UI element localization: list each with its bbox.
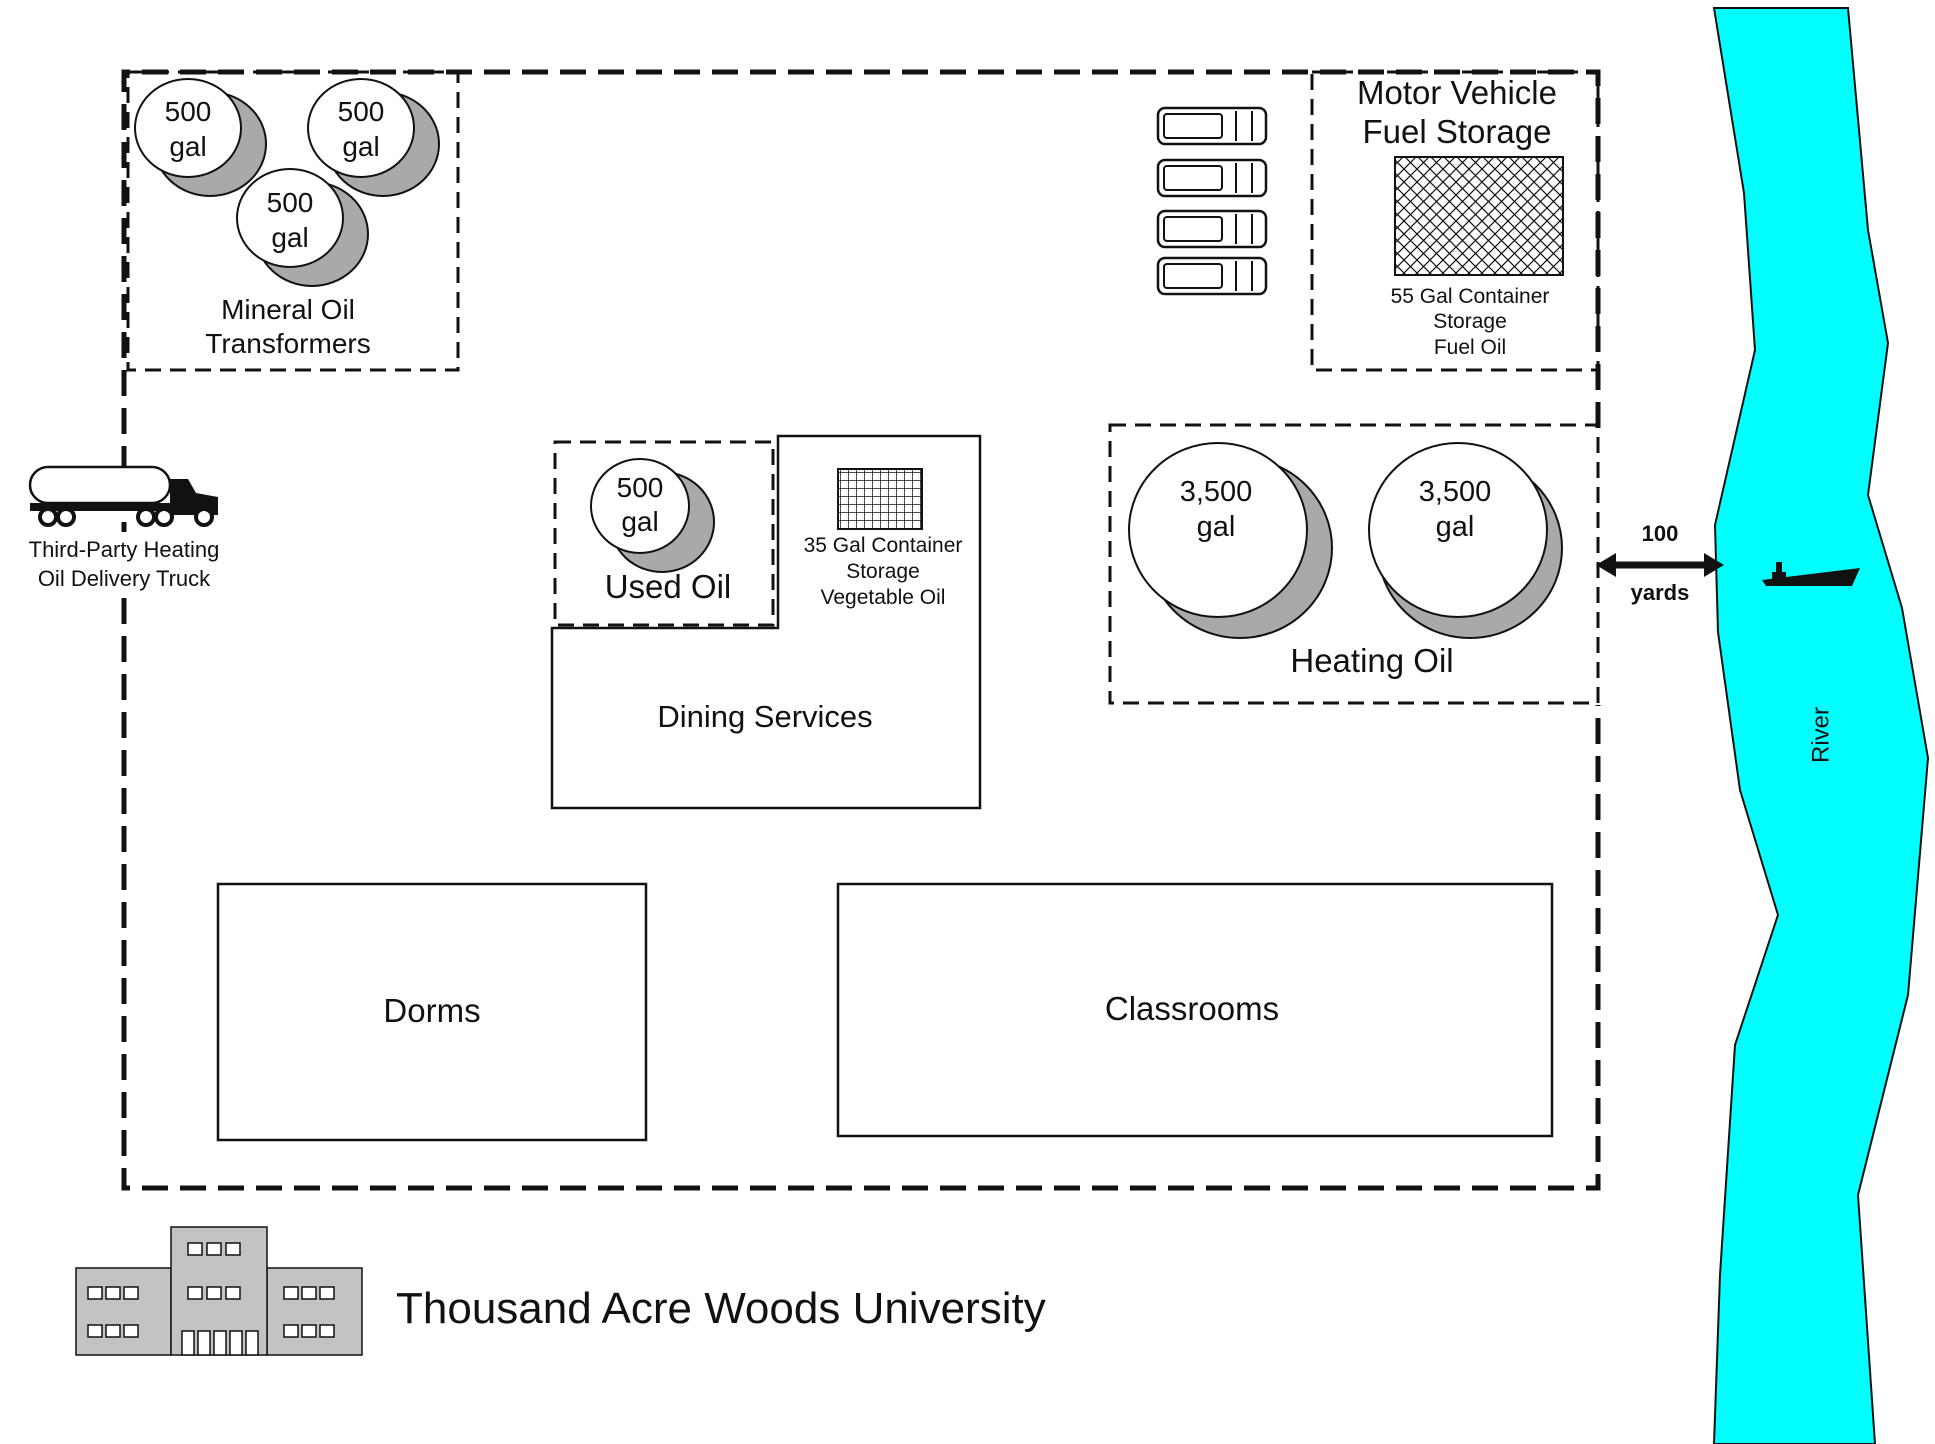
heating-oil-tank-2: 3,500 gal bbox=[1368, 442, 1563, 639]
car-icon bbox=[1156, 209, 1268, 249]
mineral-tank-3: 500 gal bbox=[236, 168, 369, 287]
heating-oil-label: Heating Oil bbox=[1290, 642, 1453, 679]
heating-oil-tank-2-size: 3,500 bbox=[1419, 476, 1492, 508]
used-oil-label: Used Oil bbox=[605, 568, 732, 605]
mineral-oil-area bbox=[126, 70, 460, 372]
car-icon bbox=[1156, 106, 1268, 146]
fuel-oil-container-icon bbox=[1394, 156, 1564, 276]
tanker-truck-icon bbox=[28, 465, 218, 527]
used-oil-tank: 500 gal bbox=[590, 458, 715, 573]
heating-oil-tank-1: 3,500 gal bbox=[1128, 442, 1333, 639]
truck-label-1: Third-Party Heating bbox=[29, 537, 220, 562]
mineral-tank-2-unit: gal bbox=[342, 131, 379, 162]
mineral-tank-3-unit: gal bbox=[271, 222, 308, 253]
heating-oil-area bbox=[1108, 423, 1600, 705]
mineral-oil-label-1: Mineral Oil bbox=[221, 294, 355, 325]
motor-vehicle-title-2: Fuel Storage bbox=[1363, 113, 1552, 150]
fuel-oil-container-label-3: Fuel Oil bbox=[1434, 336, 1506, 359]
heating-oil-tank-1-unit: gal bbox=[1197, 511, 1236, 543]
dining-services-label: Dining Services bbox=[657, 699, 872, 734]
used-oil-tank-unit: gal bbox=[621, 506, 658, 537]
mineral-tank-3-size: 500 bbox=[267, 187, 314, 218]
ship-icon bbox=[1762, 562, 1860, 586]
university-title: Thousand Acre Woods University bbox=[396, 1284, 1046, 1333]
classrooms-building bbox=[836, 882, 1554, 1138]
mineral-tank-2-size: 500 bbox=[338, 96, 385, 127]
car-icon bbox=[1156, 158, 1268, 198]
truck-label-2: Oil Delivery Truck bbox=[38, 566, 211, 591]
river-shape bbox=[1712, 7, 1930, 1444]
car-icon bbox=[1156, 256, 1268, 296]
university-building-icon bbox=[75, 1226, 363, 1356]
distance-value: 100 bbox=[1642, 521, 1679, 546]
vegetable-oil-label-1: 35 Gal Container bbox=[804, 534, 963, 557]
mineral-tank-1-unit: gal bbox=[169, 131, 206, 162]
distance-arrow bbox=[1596, 553, 1724, 577]
classrooms-label: Classrooms bbox=[1105, 990, 1279, 1027]
heating-oil-tank-2-unit: gal bbox=[1436, 511, 1475, 543]
river-label: River bbox=[1807, 707, 1834, 763]
fuel-oil-container-label-1: 55 Gal Container bbox=[1391, 285, 1550, 308]
distance-unit: yards bbox=[1631, 580, 1690, 605]
heating-oil-tank-1-size: 3,500 bbox=[1180, 476, 1253, 508]
mineral-tank-1-size: 500 bbox=[165, 96, 212, 127]
mineral-tank-1: 500 gal bbox=[134, 78, 267, 197]
mineral-oil-label-2: Transformers bbox=[205, 328, 370, 359]
facility-boundary bbox=[121, 69, 1601, 1191]
dorms-building bbox=[216, 882, 648, 1142]
vegetable-oil-label-2: Storage bbox=[846, 560, 920, 583]
motor-vehicle-title-1: Motor Vehicle bbox=[1357, 74, 1557, 111]
vegetable-oil-label-3: Vegetable Oil bbox=[821, 586, 946, 609]
fuel-oil-container-label-2: Storage bbox=[1433, 310, 1507, 333]
vegetable-oil-container-icon bbox=[837, 468, 923, 530]
dorms-label: Dorms bbox=[383, 992, 480, 1029]
used-oil-tank-size: 500 bbox=[617, 472, 664, 503]
motor-vehicle-area bbox=[1310, 70, 1600, 372]
used-oil-area bbox=[553, 440, 775, 627]
mineral-tank-2: 500 gal bbox=[307, 78, 440, 197]
